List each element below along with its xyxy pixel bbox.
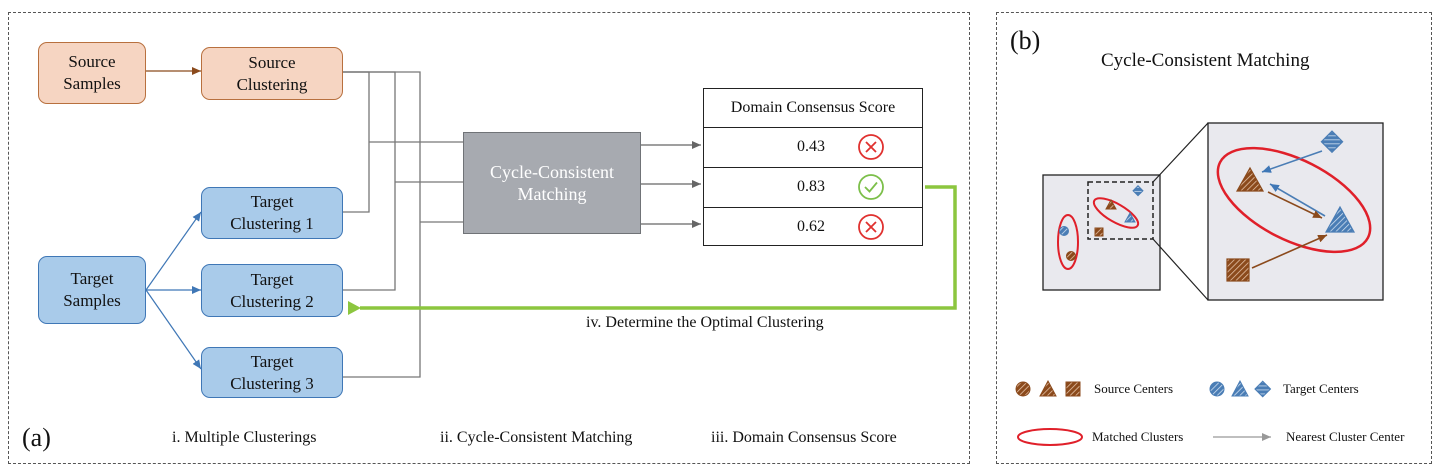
legend-source-glyphs [1015,379,1081,397]
panel-b-title: Cycle-Consistent Matching [1101,50,1310,71]
target-fanout-arrows [145,211,202,370]
legend-target-centers: Target Centers [1283,381,1359,396]
legend-matched-clusters: Matched Clusters [1092,429,1184,444]
legend-nearest-cluster-center: Nearest Cluster Center [1286,429,1405,444]
target-samples-box: Target Samples [38,256,146,324]
source-clustering-box: Source Clustering [201,47,343,100]
overview-plot [1042,174,1161,291]
score-row: 0.62 [704,208,922,247]
feedback-arrow [348,185,957,315]
panel-a [8,12,970,464]
panel-b-label: (b) [1010,26,1041,55]
cross-circle-icon [858,214,884,240]
feedback-label: iv. Determine the Optimal Clustering [586,314,824,331]
panel-b [996,12,1432,464]
source-samples-box: Source Samples [38,42,146,104]
domain-consensus-score-table: Domain Consensus Score 0.43 0.83 0.62 [703,88,923,246]
target-clustering-2-box: Target Clustering 2 [201,264,343,317]
legend-source-centers: Source Centers [1094,381,1174,396]
target-clustering-3-box: Target Clustering 3 [201,347,343,398]
score-value: 0.62 [797,218,825,235]
step-label-1: i. Multiple Clusterings [172,429,317,446]
cycle-consistent-matching-box: Cycle-Consistent Matching [463,132,641,234]
legend-matched-ellipse [1017,428,1083,446]
score-value: 0.43 [797,138,825,155]
check-circle-icon [858,174,884,200]
matching-to-score-arrows [641,141,701,228]
panel-a-label: (a) [22,423,51,452]
zoom-lines [1152,122,1209,301]
legend-target-glyphs [1209,379,1272,398]
score-value: 0.83 [797,178,825,195]
score-row: 0.43 [704,128,922,168]
score-table-header: Domain Consensus Score [704,89,922,128]
target-clustering-1-box: Target Clustering 1 [201,187,343,239]
step-label-3: iii. Domain Consensus Score [711,429,897,446]
zoomed-plot [1207,122,1384,301]
score-row: 0.83 [704,168,922,208]
step-label-2: ii. Cycle-Consistent Matching [440,429,633,446]
cross-circle-icon [858,134,884,160]
clustering-bus-lines [343,71,463,378]
